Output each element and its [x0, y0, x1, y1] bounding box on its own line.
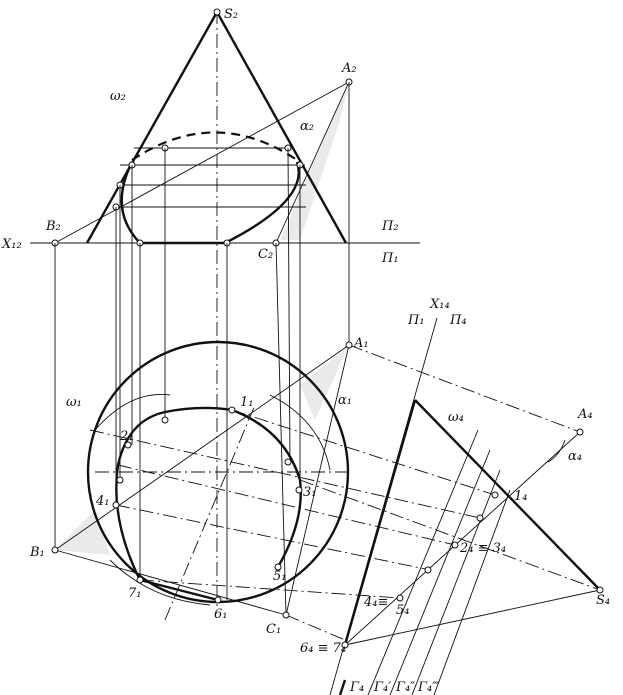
label-A2: A₂: [341, 61, 357, 76]
plane-alpha1-shading-2: [300, 345, 349, 420]
label-G4p: Γ₄′: [373, 680, 391, 695]
label-omega1: ω₁: [66, 395, 82, 410]
point-1-4: [491, 491, 499, 499]
gamma-base-marks: [338, 679, 347, 695]
label-6-1: 6₁: [214, 607, 227, 622]
label-omega2: ω₂: [110, 89, 126, 104]
point-7-1: [136, 576, 144, 584]
cone-aux-generatrix-bottom: [344, 589, 601, 646]
cone-aux-base: [343, 399, 417, 646]
label-Pi2-top: Π₂: [381, 219, 399, 234]
transfer-line-3: [117, 464, 456, 546]
label-45-4a: 4₄≡: [363, 595, 388, 610]
label-B1: B₁: [29, 545, 45, 560]
point-45-4: [396, 594, 404, 602]
cone-front-right-generatrix: [215, 11, 348, 244]
gamma4pp-line: [411, 469, 501, 695]
label-A4: A₄: [577, 407, 593, 422]
transfer-line-2: [89, 429, 481, 519]
label-1-4: 1₄: [514, 489, 527, 504]
label-S4: S₄: [596, 593, 610, 608]
point-2-1: [124, 441, 132, 449]
aux-arc-1: [94, 394, 171, 431]
point-top-aux-c: [116, 476, 124, 484]
label-1-1: 1₁: [240, 395, 253, 410]
label-C2: C₂: [258, 247, 273, 262]
label-G4: Γ₄: [349, 680, 364, 695]
gamma4-line: [367, 429, 479, 695]
label-3-1: 3₁: [303, 485, 316, 500]
plane-alpha1-trace-AB: [54, 344, 350, 551]
label-C1: C₁: [266, 622, 281, 637]
alpha4-angle-arc: [547, 439, 566, 463]
transfer-line-4: [115, 504, 431, 571]
label-X12: X₁₂: [1, 237, 22, 252]
label-Pi1-top: Π₁: [381, 251, 399, 266]
point-A4: [576, 428, 584, 436]
transfer-line-6: [285, 614, 346, 641]
point-4-1: [112, 501, 120, 509]
transfer-line-7: [299, 479, 601, 591]
point-6-1: [214, 596, 222, 604]
plane-alpha1-trace-AC: [285, 344, 350, 616]
section-top-curve: [115, 406, 302, 581]
plane-alpha2-shading: [280, 82, 349, 240]
section-front-hidden-arc: [131, 131, 298, 161]
plane-aux-edge: [344, 431, 581, 646]
cone-front-left-generatrix: [85, 11, 219, 244]
label-4-1: 4₁: [95, 494, 109, 509]
label-Pi1-mid: Π₁: [407, 313, 425, 328]
gamma4p-line: [389, 449, 491, 695]
point-3-1: [295, 486, 303, 494]
label-5-1: 5₁: [273, 569, 286, 584]
point-23-4: [451, 541, 459, 549]
point-S4: [596, 586, 604, 594]
label-G4pp: Γ₄″: [395, 680, 415, 695]
transfer-line-A: [348, 344, 581, 433]
point-C1: [282, 611, 290, 619]
point-S2: [213, 8, 221, 16]
label-alpha1: α₁: [338, 393, 352, 408]
plane-alpha2-edge: [275, 81, 350, 244]
gamma4ppp-line: [433, 489, 511, 695]
point-A1: [345, 341, 353, 349]
label-Pi4: Π₄: [449, 313, 467, 328]
aux-arc-3: [109, 559, 211, 606]
aux-arc-2: [269, 394, 331, 471]
label-67-4: 6₄ ≡ 7₄: [300, 641, 346, 656]
label-45-4b: 5₄: [396, 603, 409, 618]
label-23-4: 2₄ ≡ 3₄: [459, 541, 506, 556]
transfer-line-5: [139, 579, 401, 599]
label-alpha4: α₄: [568, 449, 582, 464]
point-5-1: [274, 563, 282, 571]
section-front-right-curve: [224, 161, 300, 245]
label-A1: A₁: [353, 336, 369, 351]
label-omega4: ω₄: [448, 410, 464, 425]
label-2-1: 2₁: [119, 429, 133, 444]
point-top-aux-a: [161, 416, 169, 424]
transfer-line-1: [231, 409, 496, 496]
cone-aux-generatrix-top: [414, 399, 601, 591]
top-center-diagonal: [164, 404, 256, 621]
point-aux-b: [476, 514, 484, 522]
point-top-aux-b: [284, 458, 292, 466]
point-67-4: [341, 641, 349, 649]
label-S2: S₂: [224, 7, 238, 22]
plane-alpha2-trace: [54, 81, 350, 244]
label-G4ppp: Γ₄‴: [417, 680, 439, 695]
projector-7: [287, 147, 291, 466]
label-X14: X₁₄: [429, 297, 450, 312]
label-alpha2: α₂: [300, 119, 314, 134]
label-B2: B₂: [45, 219, 61, 234]
label-7-1: 7₁: [128, 586, 141, 601]
point-aux-d: [424, 566, 432, 574]
section-top-chord: [139, 578, 219, 602]
point-B1: [51, 546, 59, 554]
point-1-1: [228, 406, 236, 414]
